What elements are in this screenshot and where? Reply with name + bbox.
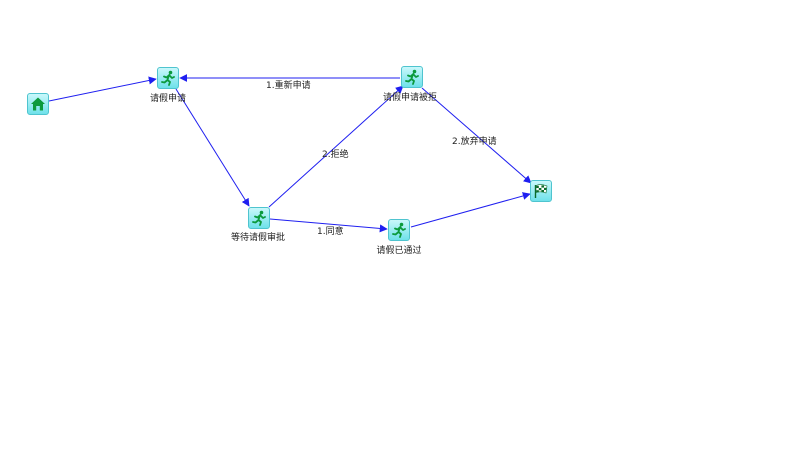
rejected-node-label: 请假申请被拒 [382,93,438,103]
edge-wait-to-rejected[interactable] [268,85,404,208]
running-person-icon [392,222,406,238]
edge-label-reject: 2.拒绝 [322,150,349,160]
edge-start-to-apply[interactable] [48,76,157,102]
approved-node[interactable] [388,219,410,241]
end-node[interactable] [530,180,552,202]
approved-node-label: 请假已通过 [376,246,422,256]
edge-rejected-to-end[interactable] [421,87,532,184]
checkered-flag-icon [534,184,548,198]
edge-label-reapply: 1.重新申请 [266,81,311,91]
apply-node-label: 请假申请 [149,94,187,104]
wait-node-label: 等待请假审批 [230,233,286,243]
apply-node[interactable] [157,67,179,89]
running-person-icon [252,210,266,226]
edge-wait-to-approved[interactable] [269,218,388,233]
start-node[interactable] [27,93,49,115]
edge-apply-to-wait[interactable] [175,88,250,207]
wait-node[interactable] [248,207,270,229]
rejected-node[interactable] [401,66,423,88]
running-person-icon [405,69,419,85]
edge-label-abandon: 2.放弃申请 [452,137,497,147]
home-icon [31,97,45,111]
edge-approved-to-end[interactable] [410,192,531,228]
running-person-icon [161,70,175,86]
edge-label-agree: 1.同意 [317,227,344,237]
